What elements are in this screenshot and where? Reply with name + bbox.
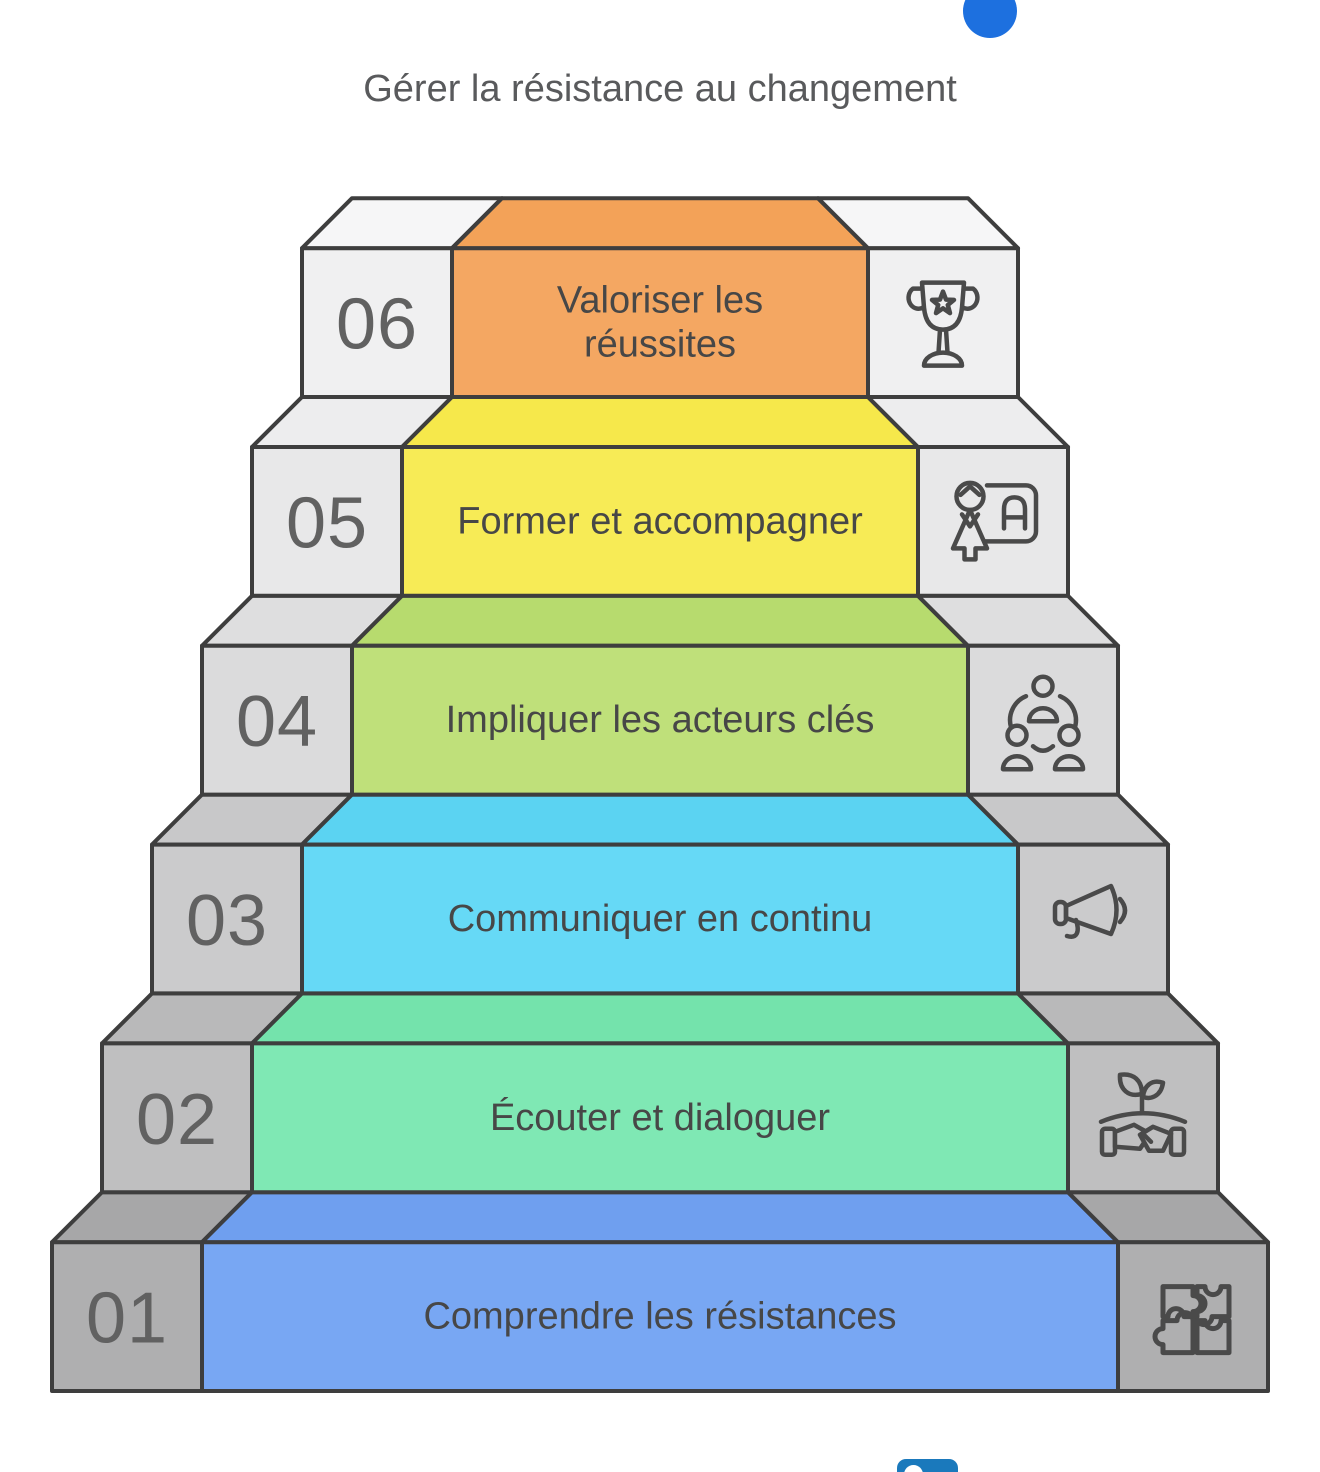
step-top-band-face <box>300 792 1020 847</box>
step-label: Valoriser les <box>557 280 763 322</box>
step-icon-block <box>916 445 1070 598</box>
step-top-band-face <box>350 593 970 648</box>
step-label: réussites <box>584 324 736 366</box>
step-05: 05 Former et accompagner <box>250 395 1070 598</box>
step-02: 02 Écouter et dialoguer <box>100 991 1220 1195</box>
step-03: 03 Communiquer en continu <box>150 792 1170 996</box>
step-band <box>300 842 1020 996</box>
trophy-icon <box>906 280 980 368</box>
step-top-band-face <box>400 395 920 449</box>
step-number-block <box>300 246 454 399</box>
step-number-block <box>250 445 404 598</box>
step-number: 01 <box>86 1279 168 1359</box>
step-icon-block <box>866 246 1020 399</box>
step-label: Communiquer en continu <box>448 898 873 940</box>
step-top-band-face <box>450 196 870 251</box>
step-band <box>350 643 970 797</box>
step-number-block <box>150 842 304 996</box>
staircase-steps: 01 Comprendre les résistances 02 Écouter et… <box>50 196 1270 1393</box>
step-number-block <box>50 1240 204 1393</box>
step-band <box>200 1240 1120 1393</box>
puzzle-icon <box>1152 1284 1232 1356</box>
step-number-block <box>200 643 354 797</box>
step-number: 04 <box>236 682 318 762</box>
step-label: Comprendre les résistances <box>423 1296 896 1338</box>
team-network-icon <box>1000 674 1086 772</box>
step-number: 02 <box>136 1080 218 1160</box>
step-band <box>250 1041 1070 1195</box>
step-band <box>450 246 870 399</box>
training-icon <box>950 480 1039 562</box>
page-title: Gérer la résistance au changement <box>363 68 957 110</box>
step-top-band-face <box>200 1190 1120 1245</box>
step-label: Former et accompagner <box>457 500 863 542</box>
watermark-badge <box>897 1459 958 1472</box>
step-04: 04 Impliquer les acteurs clés <box>200 593 1120 797</box>
watermark-badge-dot <box>904 1465 923 1472</box>
step-icon-block <box>1066 1041 1220 1195</box>
step-number: 06 <box>336 285 418 365</box>
megaphone-icon <box>1052 883 1128 939</box>
step-number-block <box>100 1041 254 1195</box>
step-label: Impliquer les acteurs clés <box>446 699 875 741</box>
step-label: Écouter et dialoguer <box>490 1096 830 1139</box>
growth-handshake-icon <box>1098 1072 1188 1158</box>
step-number: 03 <box>186 881 268 961</box>
step-01: 01 Comprendre les résistances <box>50 1190 1270 1393</box>
blue-dot-decoration <box>963 0 1017 38</box>
step-top-band-face <box>250 991 1070 1046</box>
step-icon-block <box>1016 842 1170 996</box>
step-number: 05 <box>286 483 368 563</box>
